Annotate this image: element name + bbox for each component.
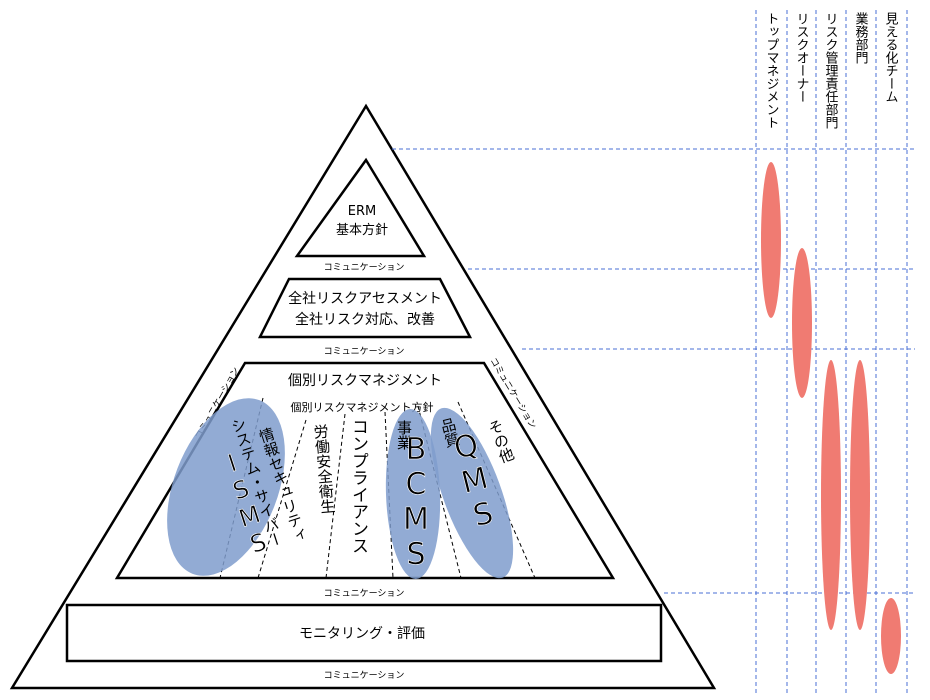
role-bars	[761, 162, 901, 674]
tier2-trapezoid	[257, 277, 473, 339]
top-management-bar	[761, 162, 781, 318]
bcms-small-text: 事業	[395, 420, 413, 450]
business-dept-bar	[850, 360, 870, 630]
tier1-line1: ERM	[348, 204, 376, 219]
communication-label-4: コミュニケーション	[324, 670, 405, 681]
isms-ellipse	[167, 398, 285, 576]
communication-label-1: コミュニケーション	[324, 262, 405, 273]
risk-owner-bar	[792, 248, 812, 398]
communication-label-2: コミュニケーション	[324, 346, 405, 357]
tier2-line2: 全社リスク対応、改善	[295, 311, 435, 328]
horizontal-guides	[392, 148, 915, 594]
tier3-title: 個別リスクマネジメント	[288, 373, 442, 389]
role-risk-management-dept: リスク管理責任部門	[823, 12, 839, 130]
tier1-line2: 基本方針	[336, 222, 388, 238]
compliance-text: コンプライアンス	[348, 418, 368, 554]
bcms-big-text: BCMS	[399, 432, 434, 572]
qms-ellipse	[430, 407, 514, 579]
role-top-management: トップマネジメント	[764, 12, 779, 129]
bcms-ellipse	[385, 409, 441, 579]
tier3-policy: 個別リスクマネジメント方針	[291, 400, 434, 414]
visualization-team-bar	[881, 598, 901, 674]
tier4-box	[65, 603, 663, 663]
tier1-triangle	[294, 157, 427, 258]
tier2-line1: 全社リスクアセスメント	[288, 290, 442, 307]
risk-management-dept-bar	[821, 360, 841, 630]
role-visualization-team: 見える化チーム	[883, 12, 899, 103]
role-risk-owner: リスクオーナー	[794, 12, 809, 103]
tier4-label: モニタリング・評価	[299, 626, 425, 642]
vertical-guides	[755, 10, 908, 695]
communication-label-3: コミュニケーション	[324, 588, 405, 599]
role-business-dept: 業務部門	[853, 11, 869, 65]
